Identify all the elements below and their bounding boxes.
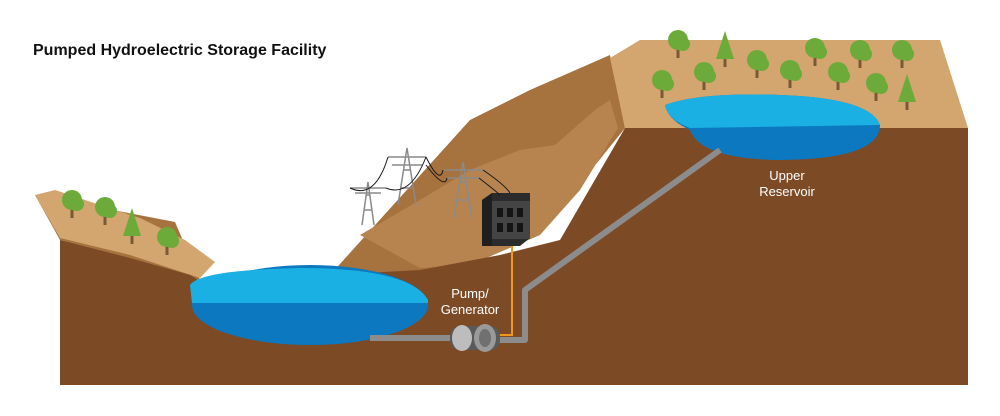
upper-reservoir xyxy=(665,94,880,160)
power-lines xyxy=(349,156,511,196)
svg-text:Reservoir: Reservoir xyxy=(268,244,324,259)
transmission-tower-icon xyxy=(350,147,483,226)
lower-reservoir xyxy=(190,265,428,345)
middle-ridge-top xyxy=(360,100,618,268)
svg-text:Lower: Lower xyxy=(278,228,314,243)
svg-text:Upper: Upper xyxy=(769,168,805,183)
upper-reservoir-label: Upper Reservoir xyxy=(759,168,815,199)
svg-text:Reservoir: Reservoir xyxy=(759,184,815,199)
power-cable xyxy=(495,240,513,336)
page-title: Pumped Hydroelectric Storage Facility xyxy=(33,42,327,59)
pump-generator-label: Pump/ Generator xyxy=(441,286,500,317)
svg-text:Generator: Generator xyxy=(441,302,500,317)
penstock-pipe xyxy=(495,147,722,343)
lower-reservoir-label: Lower Reservoir xyxy=(268,228,324,259)
powerhouse-icon xyxy=(482,193,530,246)
turbine-icon xyxy=(450,324,500,352)
tree-icon xyxy=(62,30,916,255)
svg-text:Pump/: Pump/ xyxy=(451,286,489,301)
